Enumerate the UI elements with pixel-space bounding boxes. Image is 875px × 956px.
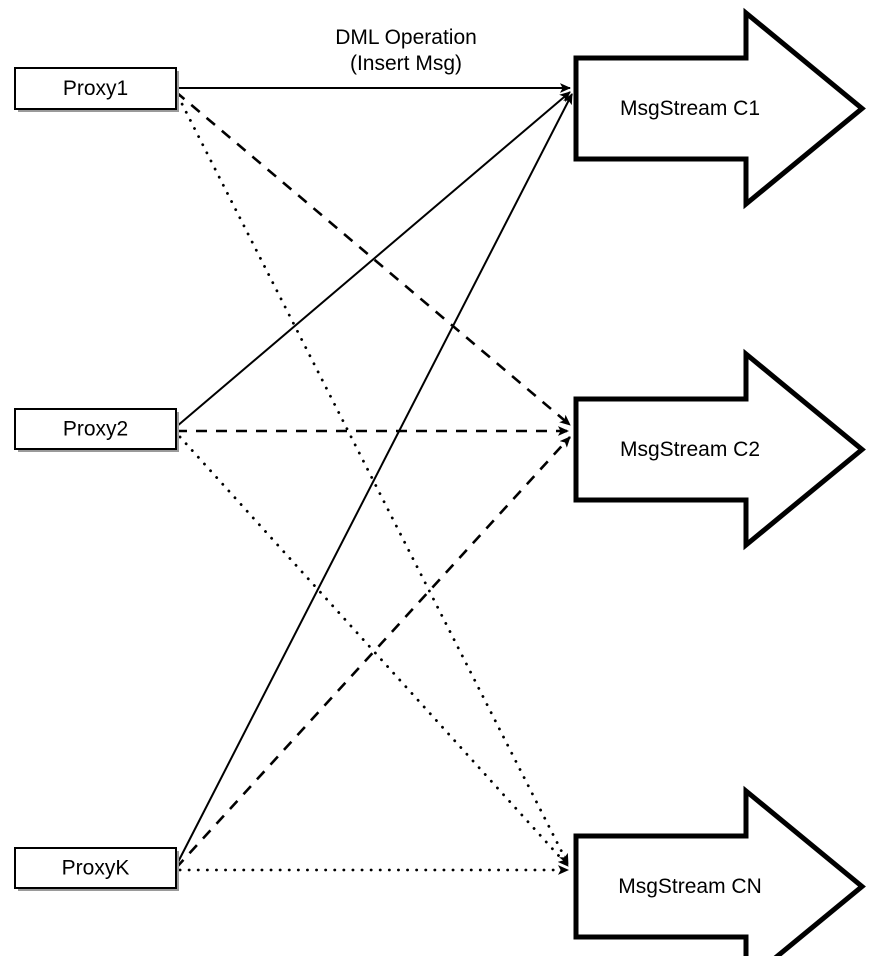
connection-proxy1-to-cn — [176, 94, 570, 866]
proxy-label: Proxy2 — [63, 418, 128, 441]
stream-arrow-shape — [573, 7, 866, 210]
connections-layer — [175, 83, 573, 875]
proxy-node-proxy1[interactable]: Proxy1 — [14, 67, 179, 112]
proxy-label: Proxy1 — [63, 77, 128, 100]
proxy-box-rect — [14, 67, 177, 110]
streams-layer: MsgStream C1 MsgStream C2 MsgStream CN — [573, 7, 866, 956]
edge-label-line1: DML Operation — [335, 26, 477, 49]
proxy-box-rect — [14, 408, 177, 450]
proxy-label: ProxyK — [62, 857, 130, 880]
stream-node-stream_cn[interactable]: MsgStream CN — [573, 785, 866, 956]
proxy-node-proxyk[interactable]: ProxyK — [14, 847, 179, 891]
stream-label: MsgStream C1 — [620, 97, 760, 120]
edge-label-line2: (Insert Msg) — [350, 52, 462, 75]
edge-label-dml-operation: DML Operation (Insert Msg) — [335, 26, 477, 75]
stream-label: MsgStream C2 — [620, 438, 760, 461]
proxy-box-rect — [14, 847, 177, 889]
connection-proxyk-to-c1 — [175, 93, 573, 867]
proxy-node-proxy2[interactable]: Proxy2 — [14, 408, 179, 452]
connection-proxy2-to-c1 — [175, 91, 571, 428]
stream-arrow-shape — [573, 785, 866, 956]
connection-proxyk-to-c2 — [175, 436, 571, 869]
stream-arrow-shape — [573, 348, 866, 551]
stream-node-stream_c1[interactable]: MsgStream C1 — [573, 7, 866, 210]
stream-node-stream_c2[interactable]: MsgStream C2 — [573, 348, 866, 551]
stream-label: MsgStream CN — [618, 875, 762, 898]
connection-proxy1-to-c2 — [175, 91, 571, 426]
connection-proxy2-to-cn — [178, 435, 570, 868]
